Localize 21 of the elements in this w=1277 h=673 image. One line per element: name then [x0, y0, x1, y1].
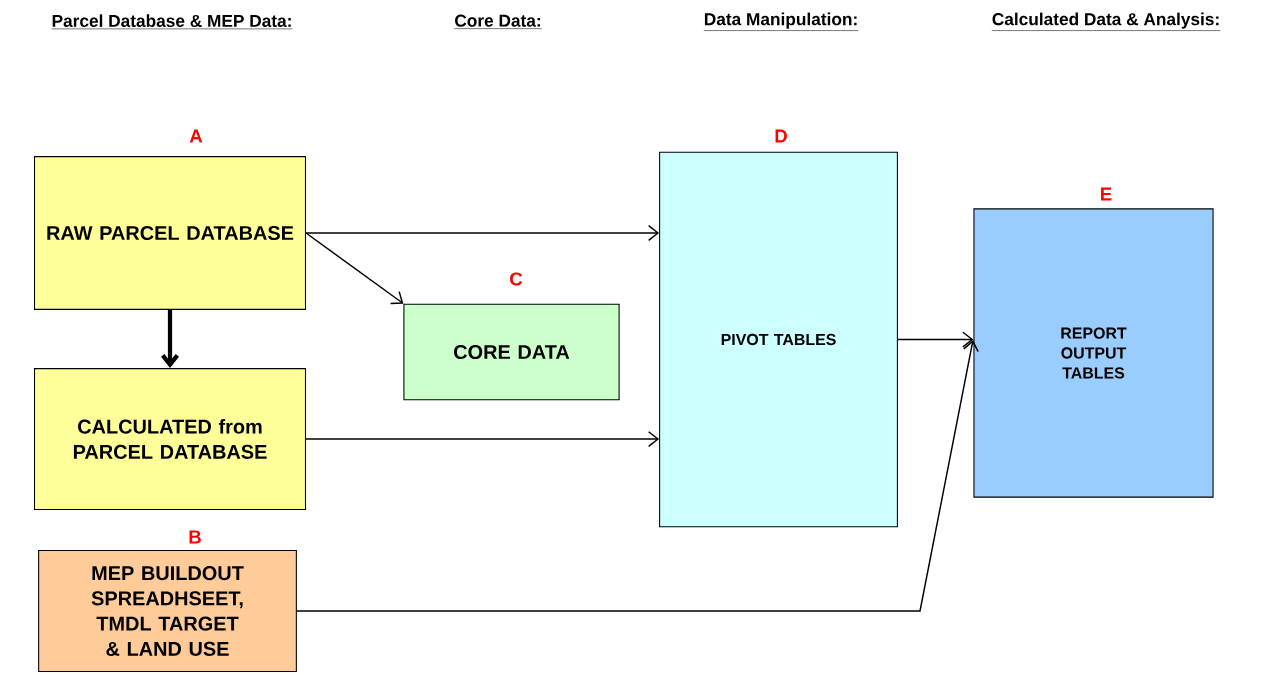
box-letter: A	[189, 129, 203, 143]
box-letter: C	[510, 272, 523, 286]
report-box: REPORT OUTPUT TABLES	[973, 208, 1214, 498]
column-heading: Core Data:	[454, 14, 542, 29]
box-letter: E	[1101, 187, 1112, 201]
arrow	[305, 232, 404, 305]
arrow	[296, 340, 979, 612]
arrow	[897, 331, 974, 348]
column-heading: Calculated Data & Analysis:	[991, 12, 1221, 31]
input-box: MEP BUILDOUT SPREADHSEET, TMDL TARGET & LAND USE	[38, 550, 297, 672]
calculated-box: CALCULATED from PARCEL DATABASE	[34, 368, 307, 510]
pivot-box: PIVOT TABLES	[659, 151, 898, 528]
column-heading: Data Manipulation:	[703, 12, 859, 31]
box-letter: B	[189, 530, 201, 544]
box-letter: D	[775, 129, 787, 143]
source-box: RAW PARCEL DATABASE	[34, 156, 307, 310]
arrow	[305, 224, 660, 242]
column-heading: Parcel Database & MEP Data:	[51, 14, 293, 30]
core-data-box: CORE DATA	[403, 303, 620, 401]
arrow	[161, 309, 179, 369]
arrow	[305, 430, 660, 448]
